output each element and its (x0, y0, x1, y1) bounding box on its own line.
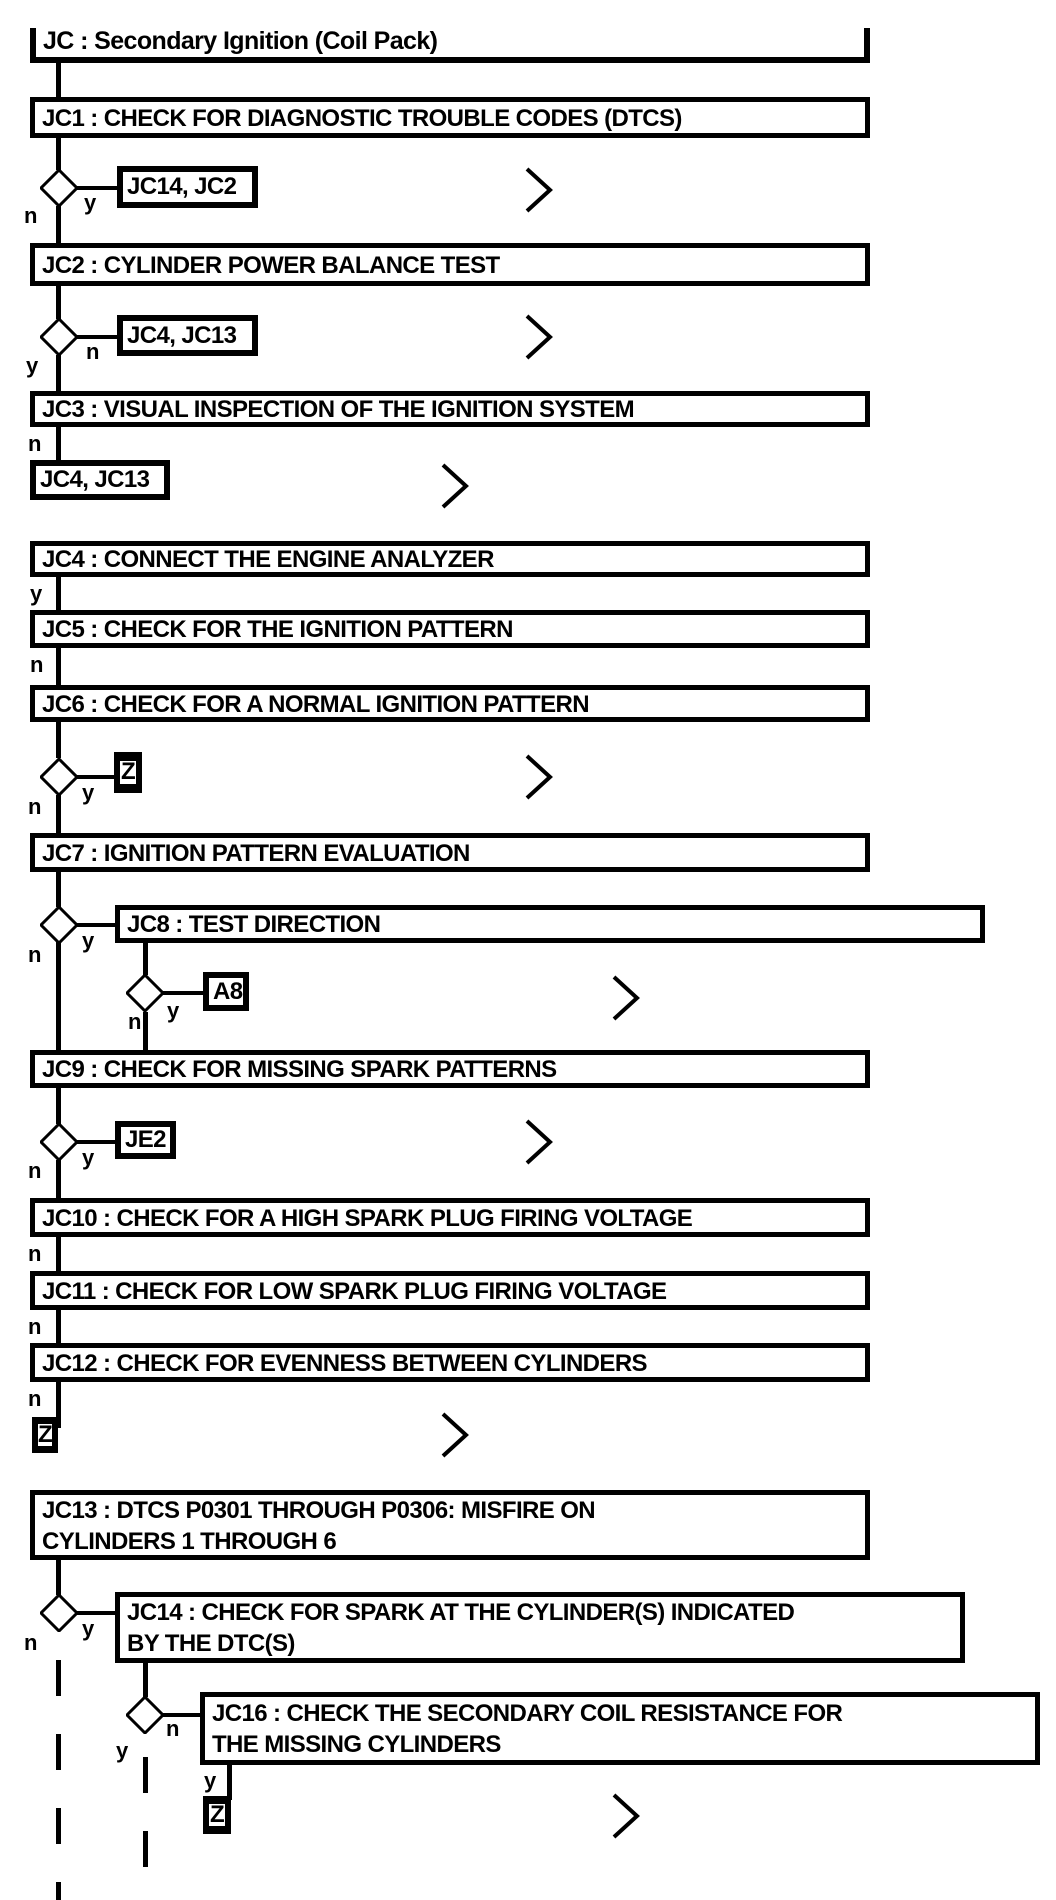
connector-line (77, 923, 115, 927)
branch-label-no: n (30, 652, 44, 677)
connector-line (56, 355, 61, 393)
goto-box-a8: A8 (203, 972, 249, 1011)
step-box-jc8: JC8 : TEST DIRECTION (115, 905, 985, 943)
continue-chevron-icon (525, 167, 553, 213)
connector-line (56, 138, 61, 170)
goto-box-jc14-jc2: JC14, JC2 (117, 166, 258, 208)
branch-label-yes: y (26, 353, 39, 378)
connector-line (56, 1237, 61, 1273)
branch-label-no: n (24, 1630, 38, 1655)
terminal-z-glyph: Z (119, 758, 137, 787)
step-box-jc6: JC6 : CHECK FOR A NORMAL IGNITION PATTER… (30, 685, 870, 722)
connector-line (56, 577, 61, 610)
dashed-connector-line (143, 1757, 148, 1900)
branch-label-no: n (86, 339, 100, 364)
branch-label-yes: y (82, 1145, 95, 1170)
branch-label-no: n (28, 431, 42, 456)
continue-chevron-icon (525, 1119, 553, 1165)
branch-label-no: n (24, 203, 38, 228)
connector-line (56, 1382, 61, 1428)
connector-line (56, 1560, 61, 1595)
step-box-jc4: JC4 : CONNECT THE ENGINE ANALYZER (30, 541, 870, 577)
branch-label-no: n (28, 1241, 42, 1266)
step-box-jc9: JC9 : CHECK FOR MISSING SPARK PATTERNS (30, 1050, 870, 1088)
step-box-jc12: JC12 : CHECK FOR EVENNESS BETWEEN CYLIND… (30, 1343, 870, 1382)
connector-line (56, 872, 61, 907)
step-box-jc16: JC16 : CHECK THE SECONDARY COIL RESISTAN… (200, 1692, 1040, 1765)
terminal-box-z: Z (203, 1796, 231, 1834)
connector-line (56, 1088, 61, 1124)
decision-diamond-jc13 (40, 1594, 78, 1632)
step-box-jc13: JC13 : DTCS P0301 THROUGH P0306: MISFIRE… (30, 1490, 870, 1560)
branch-label-no: n (28, 1158, 42, 1183)
continue-chevron-icon (441, 1412, 469, 1458)
branch-label-yes: y (116, 1738, 129, 1763)
connector-line (77, 1611, 115, 1615)
branch-label-no: n (128, 1009, 142, 1034)
continue-chevron-icon (525, 754, 553, 800)
branch-label-yes: y (204, 1768, 217, 1793)
branch-label-no: n (166, 1716, 180, 1741)
decision-diamond-jc1 (40, 169, 78, 207)
connector-line (56, 63, 61, 97)
terminal-z-glyph: Z (36, 1420, 54, 1450)
branch-label-yes: y (84, 190, 97, 215)
connector-line (143, 1012, 148, 1052)
branch-label-yes: y (30, 581, 43, 606)
branch-label-yes: y (82, 1616, 95, 1641)
goto-box-jc4-jc13-standalone: JC4, JC13 (30, 460, 170, 500)
step-box-jc11: JC11 : CHECK FOR LOW SPARK PLUG FIRING V… (30, 1271, 870, 1310)
connector-line (56, 206, 61, 243)
decision-diamond-jc14 (126, 1696, 164, 1734)
branch-label-yes: y (82, 928, 95, 953)
connector-line (161, 1713, 200, 1717)
connector-line (56, 722, 61, 758)
branch-label-yes: y (167, 998, 180, 1023)
step-box-jc5: JC5 : CHECK FOR THE IGNITION PATTERN (30, 610, 870, 648)
step-box-jc2: JC2 : CYLINDER POWER BALANCE TEST (30, 243, 870, 286)
step-box-jc7: JC7 : IGNITION PATTERN EVALUATION (30, 833, 870, 872)
branch-label-yes: y (82, 780, 95, 805)
connector-line (56, 942, 61, 1052)
goto-box-je2: JE2 (115, 1121, 176, 1159)
connector-line (163, 991, 203, 995)
branch-label-no: n (28, 1314, 42, 1339)
connector-line (56, 427, 61, 460)
terminal-z-glyph: Z (208, 1800, 226, 1830)
decision-diamond-jc9 (40, 1123, 78, 1161)
decision-diamond-jc8 (126, 974, 164, 1012)
step-box-jc3: JC3 : VISUAL INSPECTION OF THE IGNITION … (30, 391, 870, 427)
connector-line (56, 648, 61, 685)
branch-label-no: n (28, 794, 42, 819)
connector-line (77, 186, 117, 190)
dashed-connector-line (56, 1660, 61, 1900)
connector-line (56, 795, 61, 833)
decision-diamond-jc7 (40, 906, 78, 944)
connector-line (143, 1663, 148, 1697)
decision-diamond-jc2 (40, 318, 78, 356)
connector-line (56, 1160, 61, 1198)
flowchart-title: JC : Secondary Ignition (Coil Pack) (30, 27, 870, 63)
step-box-jc14: JC14 : CHECK FOR SPARK AT THE CYLINDER(S… (115, 1592, 965, 1663)
connector-line (77, 775, 115, 779)
continue-chevron-icon (525, 314, 553, 360)
connector-line (56, 1310, 61, 1345)
connector-line (77, 1140, 115, 1144)
branch-label-no: n (28, 942, 42, 967)
continue-chevron-icon (612, 975, 640, 1021)
connector-line (77, 335, 117, 339)
branch-label-no: n (28, 1386, 42, 1411)
connector-line (227, 1765, 232, 1800)
goto-box-jc4-jc13: JC4, JC13 (117, 315, 258, 356)
terminal-box-z: Z (32, 1417, 58, 1453)
terminal-box-z: Z (114, 752, 142, 793)
step-box-jc1: JC1 : CHECK FOR DIAGNOSTIC TROUBLE CODES… (30, 97, 870, 138)
decision-diamond-jc6 (40, 758, 78, 796)
connector-line (56, 286, 61, 319)
step-box-jc10: JC10 : CHECK FOR A HIGH SPARK PLUG FIRIN… (30, 1198, 870, 1237)
continue-chevron-icon (612, 1793, 640, 1839)
continue-chevron-icon (441, 463, 469, 509)
connector-line (143, 943, 148, 975)
